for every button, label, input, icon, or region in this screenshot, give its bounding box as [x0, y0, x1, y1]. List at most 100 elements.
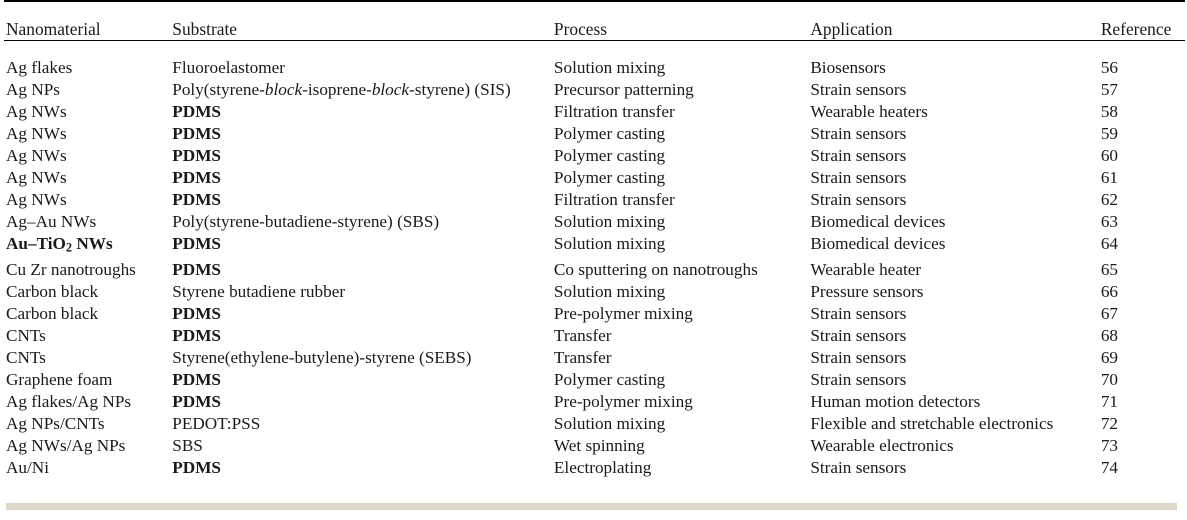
- cell-application: Pressure sensors: [810, 281, 924, 301]
- cell-reference: 65: [1100, 259, 1119, 279]
- cell-reference: 67: [1100, 303, 1119, 323]
- cell-application: Strain sensors: [810, 80, 907, 99]
- cell-application: Biomedical devices: [810, 234, 946, 253]
- cell-substrate: Poly(styrene-block-isoprene-block-styren…: [172, 80, 511, 99]
- column-header-nanomaterial: Nanomaterial: [4, 2, 173, 41]
- cell-application: Strain sensors: [810, 190, 907, 209]
- cell-application: Strain sensors: [810, 168, 907, 187]
- cell-process: Solution mixing: [553, 58, 666, 77]
- table-row: Ag NWs PDMS Filtration transfer Wearable he…: [4, 101, 1185, 123]
- cell-process: Precursor patterning: [553, 80, 694, 99]
- cell-nanomaterial: Ag NWs: [6, 102, 67, 121]
- cell-reference: 60: [1100, 146, 1119, 165]
- cell-substrate: PDMS: [172, 391, 221, 411]
- cell-substrate: PDMS: [172, 102, 221, 121]
- cell-process: Polymer casting: [553, 168, 666, 187]
- cell-application: Strain sensors: [810, 457, 907, 477]
- cell-reference: 64: [1100, 234, 1119, 253]
- cell-nanomaterial: Au–TiO2 NWs: [6, 234, 113, 255]
- cell-substrate: PDMS: [172, 303, 221, 323]
- cell-nanomaterial: Ag–Au NWs: [6, 212, 97, 231]
- cell-nanomaterial: Ag NWs/Ag NPs: [6, 435, 126, 455]
- cell-reference: 61: [1100, 168, 1119, 187]
- cell-application: Strain sensors: [810, 303, 907, 323]
- table-row: Ag NWs PDMS Filtration transfer Strain sens…: [4, 189, 1185, 211]
- cell-process: Filtration transfer: [553, 190, 675, 209]
- table-row: Ag–Au NWs Poly(styrene-butadiene-styrene)…: [4, 211, 1185, 233]
- cell-substrate: PDMS: [172, 168, 221, 187]
- nanomaterial-substrate-table: Nanomaterial Substrate Process Applicati…: [4, 0, 1185, 479]
- cell-application: Biosensors: [810, 58, 886, 77]
- cell-reference: 71: [1100, 391, 1119, 411]
- header-body-spacer: [4, 41, 1185, 58]
- cell-reference: 66: [1100, 281, 1119, 301]
- bottom-accent-bar: [6, 503, 1177, 510]
- table-container: Nanomaterial Substrate Process Applicati…: [4, 0, 1185, 479]
- cell-nanomaterial: Carbon black: [6, 281, 99, 301]
- cell-nanomaterial: Ag NWs: [6, 146, 67, 165]
- cell-process: Solution mixing: [553, 413, 666, 433]
- table-row: Ag NWs/Ag NPs SBS Wet spinning Wearable ele…: [4, 435, 1185, 457]
- cell-process: Polymer casting: [553, 369, 666, 389]
- cell-substrate: PDMS: [172, 190, 221, 209]
- cell-process: Filtration transfer: [553, 102, 675, 121]
- cell-nanomaterial: CNTs: [6, 325, 46, 345]
- table-row: Ag NPs Poly(styrene-block-isoprene-block-…: [4, 79, 1185, 101]
- cell-process: Polymer casting: [553, 124, 666, 143]
- cell-reference: 73: [1100, 435, 1119, 455]
- cell-substrate: PDMS: [172, 146, 221, 165]
- cell-application: Human motion detectors: [810, 391, 981, 411]
- cell-substrate: Fluoroelastomer: [172, 58, 285, 77]
- cell-process: Transfer: [553, 347, 612, 367]
- cell-process: Polymer casting: [553, 146, 666, 165]
- cell-nanomaterial: Ag flakes: [6, 58, 73, 77]
- cell-reference: 68: [1100, 325, 1119, 345]
- table-row: Ag flakes Fluoroelastomer Solution mixing B…: [4, 57, 1185, 79]
- cell-application: Wearable electronics: [810, 435, 954, 455]
- cell-reference: 69: [1100, 347, 1119, 367]
- column-header-reference: Reference: [1100, 2, 1185, 41]
- cell-nanomaterial: Cu Zr nanotroughs: [6, 259, 136, 279]
- cell-process: Wet spinning: [553, 435, 645, 455]
- column-header-process: Process: [553, 2, 811, 41]
- cell-substrate: PDMS: [172, 369, 221, 389]
- cell-nanomaterial: Ag NWs: [6, 190, 67, 209]
- cell-nanomaterial: Carbon black: [6, 303, 99, 323]
- cell-reference: 63: [1100, 212, 1119, 231]
- cell-reference: 70: [1100, 369, 1119, 389]
- cell-nanomaterial: Au/Ni: [6, 457, 49, 477]
- cell-reference: 74: [1100, 457, 1119, 477]
- cell-substrate: PDMS: [172, 124, 221, 143]
- cell-nanomaterial: Ag NWs: [6, 168, 67, 187]
- cell-application: Wearable heater: [810, 259, 922, 279]
- cell-substrate: Styrene(ethylene-butylene)-styrene (SEBS…: [172, 347, 472, 367]
- cell-reference: 58: [1100, 102, 1119, 121]
- cell-nanomaterial: Graphene foam: [6, 369, 113, 389]
- cell-substrate: Styrene butadiene rubber: [172, 281, 346, 301]
- cell-process: Solution mixing: [553, 212, 666, 231]
- column-header-application: Application: [810, 2, 1101, 41]
- cell-nanomaterial: CNTs: [6, 347, 46, 367]
- cell-substrate: Poly(styrene-butadiene-styrene) (SBS): [172, 212, 440, 231]
- cell-application: Flexible and stretchable electronics: [810, 413, 1054, 433]
- cell-process: Transfer: [553, 325, 612, 345]
- table-row: Ag NWs PDMS Polymer casting Strain sensors 6…: [4, 167, 1185, 189]
- cell-process: Co sputtering on nanotroughs: [553, 259, 758, 279]
- cell-nanomaterial: Ag NPs/CNTs: [6, 413, 105, 433]
- table-header-row: Nanomaterial Substrate Process Applicati…: [4, 2, 1185, 41]
- cell-application: Wearable heaters: [810, 102, 928, 121]
- cell-nanomaterial: Ag NPs: [6, 80, 60, 99]
- cell-process: Pre-polymer mixing: [553, 391, 693, 411]
- cell-substrate: SBS: [172, 435, 203, 455]
- cell-reference: 72: [1100, 413, 1119, 433]
- cell-application: Strain sensors: [810, 347, 907, 367]
